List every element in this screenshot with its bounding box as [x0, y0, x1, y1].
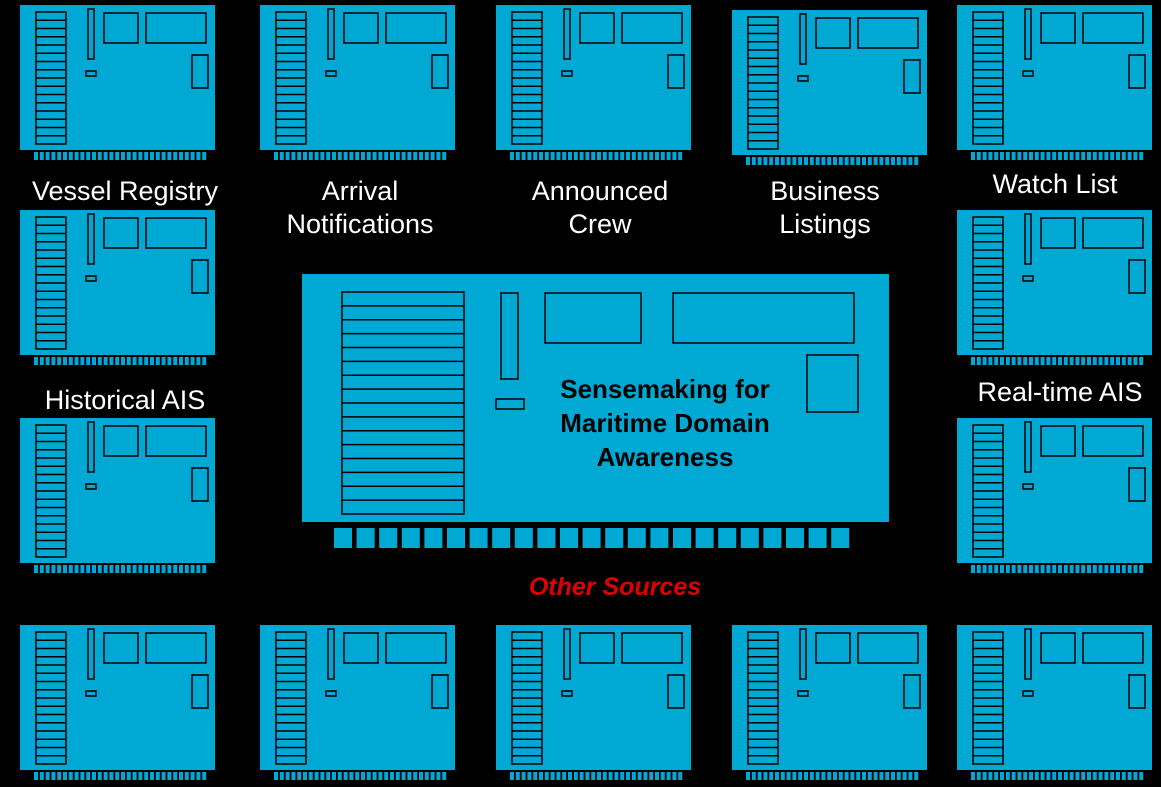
label-real-time-ais: Real-time AIS [977, 377, 1143, 407]
label-announced-crew: Announced Crew [531, 176, 669, 239]
board-watch-list [957, 5, 1152, 160]
central-board [302, 274, 889, 548]
label-historical-ais: Historical AIS [44, 385, 206, 415]
board-arrival-notifications [260, 5, 455, 160]
board-other-5 [957, 625, 1152, 780]
board-historical-ais [20, 210, 215, 365]
other-sources-label: Other Sources [528, 573, 702, 601]
label-watch-list: Watch List [992, 169, 1118, 199]
board-business-listings [732, 10, 927, 165]
board-announced-crew [496, 5, 691, 160]
board-other-2 [260, 625, 455, 780]
label-business-listings: Business Listings [770, 176, 880, 239]
board-other-1 [20, 625, 215, 780]
board-other-4 [732, 625, 927, 780]
board-source-left-3 [20, 418, 215, 573]
board-vessel-registry [20, 5, 215, 160]
board-real-time-ais [957, 210, 1152, 365]
label-arrival-notifications: Arrival Notifications [286, 176, 434, 239]
label-vessel-registry: Vessel Registry [31, 176, 219, 206]
central-board-title: Sensemaking for Maritime Domain Awarenes… [560, 374, 770, 472]
board-other-3 [496, 625, 691, 780]
board-source-right-3 [957, 418, 1152, 573]
